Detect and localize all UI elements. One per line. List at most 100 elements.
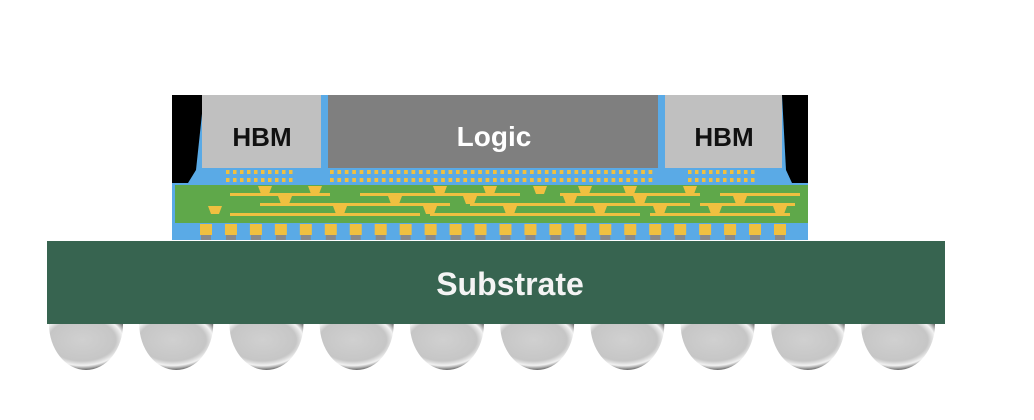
c4-bump-pad [225,235,236,240]
microbump [240,170,244,174]
c4-bump-pad [350,235,361,240]
microbump [233,178,237,182]
c4-bump [674,224,687,235]
interposer-trace [560,193,700,196]
microbump [567,170,571,174]
c4-bump-pad [450,235,461,240]
microbump [374,170,379,174]
c4-bump-pad [550,235,561,240]
microbump [688,178,692,182]
microbump [500,170,505,174]
microbump [381,178,386,182]
interposer-trace [470,203,690,206]
microbump [522,170,527,174]
interposer-via [533,186,547,194]
microbump [448,178,453,182]
microbump [396,178,401,182]
interposer-via [333,206,347,214]
microbump [618,170,623,174]
microbump [633,178,638,182]
c4-bump-pad [425,235,436,240]
interposer-via [503,206,517,214]
microbump [596,170,601,174]
c4-bump [574,224,587,235]
microbump [433,178,438,182]
interposer-trace [700,203,795,206]
hbm-right-label: HBM [694,122,753,152]
microbump [589,170,594,174]
interposer-trace [260,203,450,206]
interposer-via [278,196,292,204]
c4-bump-pad [275,235,286,240]
microbump [618,178,623,182]
interposer [175,185,808,223]
microbump [537,178,542,182]
microbump [418,178,423,182]
interposer-via [388,196,402,204]
microbump [404,170,408,174]
microbump [716,178,720,182]
bga-ball [590,324,665,370]
c4-bump [449,224,462,235]
c4-bump-pad [650,235,661,240]
c4-bump-pad [750,235,761,240]
microbump [254,178,258,182]
microbump [463,178,468,182]
bga-ball [680,324,755,370]
bga-ball [770,324,845,370]
microbump [515,178,519,182]
microbump [254,170,258,174]
microbump [611,170,616,174]
interposer-via [708,206,722,214]
microbump [261,170,265,174]
microbump [559,170,564,174]
microbump [337,178,342,182]
mold-right [782,95,808,183]
microbump [337,170,342,174]
logic-die [328,95,658,168]
microbump [493,178,497,182]
microbump [559,178,564,182]
interposer-trace [430,213,640,216]
c4-bump-pad [625,235,636,240]
microbump [626,178,631,182]
c4-bump [774,224,786,235]
microbump [247,178,251,182]
microbump [751,178,755,182]
interposer-via [208,206,222,214]
dies [202,95,782,168]
microbump [744,178,748,182]
microbump [433,170,438,174]
microbump [352,170,356,174]
substrate-body [47,241,945,324]
microbumps [226,170,755,182]
microbump [751,170,755,174]
c4-bump-pad [575,235,586,240]
interposer-trace [720,193,800,196]
microbump [730,170,734,174]
microbump [695,170,699,174]
microbump [723,178,727,182]
c4-bump [749,224,762,235]
hbm-right-die [665,95,782,168]
c4-bump-pad [500,235,511,240]
microbump [268,170,272,174]
interposer-via [258,186,272,194]
microbump [581,170,586,174]
microbump [344,170,349,174]
microbump [359,178,364,182]
hbm-left-label: HBM [232,122,291,152]
microbump [367,170,371,174]
microbump [367,178,371,182]
c4-bump-pad [725,235,736,240]
interposer-via [633,196,647,204]
microbump [515,170,519,174]
microbump [381,170,386,174]
interposer-trace [230,193,330,196]
c4-bump [299,224,312,235]
microbump [426,178,431,182]
microbump [330,178,334,182]
interposer-via [623,186,637,194]
microbump [455,178,460,182]
